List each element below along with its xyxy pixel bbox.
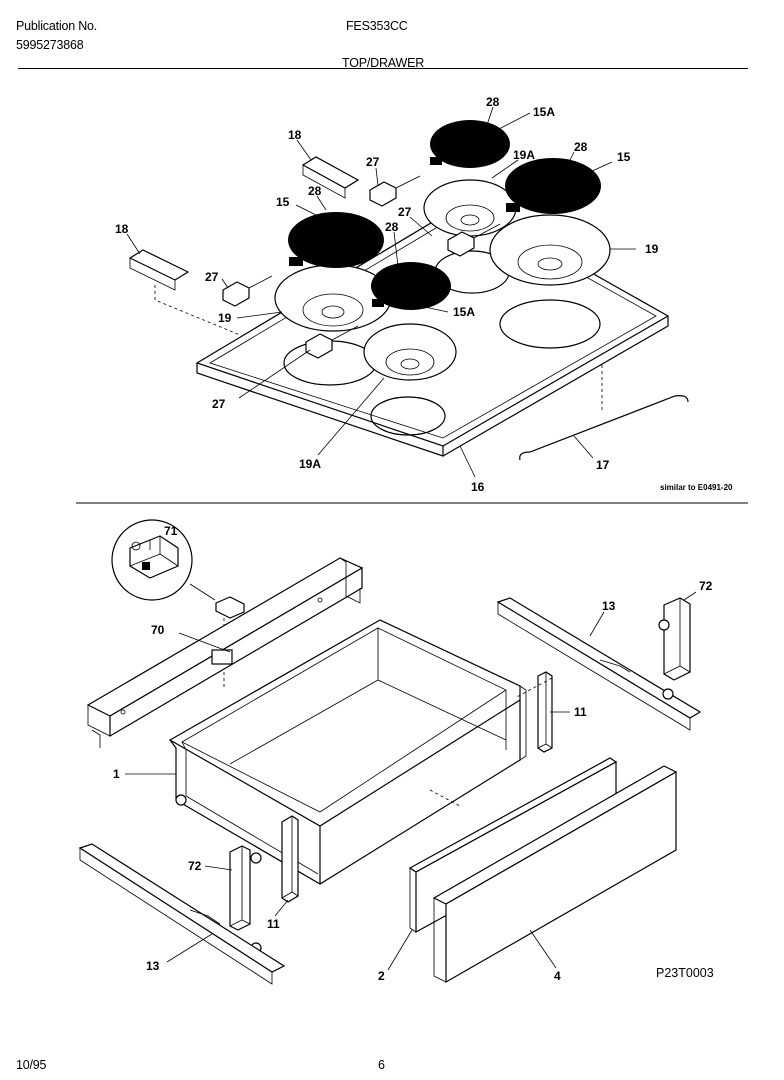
callout-28-d: 28 xyxy=(385,220,399,234)
callout-11-left: 11 xyxy=(267,917,280,931)
side-slide-rail-13-left xyxy=(78,843,286,985)
callout-19-a: 19 xyxy=(645,242,659,256)
leader-18-left xyxy=(154,285,241,336)
callout-15-a: 15 xyxy=(617,150,631,164)
drawer-body-1 xyxy=(168,619,527,885)
callout-71: 71 xyxy=(164,524,178,538)
bracket-18-rear xyxy=(301,156,360,199)
callout-2: 2 xyxy=(378,969,385,983)
publication-number: 5995273868 xyxy=(16,38,84,52)
drawer-front-4 xyxy=(432,765,678,984)
surface-element-15A-rear xyxy=(430,120,510,168)
detail-circle-71 xyxy=(111,519,216,601)
receptacle-27-a xyxy=(369,175,421,207)
drawer-slide-11-left xyxy=(281,815,299,903)
callout-72-left: 72 xyxy=(188,859,202,873)
drip-bowl-rear-right-19 xyxy=(489,214,611,286)
callout-28-c: 28 xyxy=(308,184,322,198)
callout-70: 70 xyxy=(151,623,165,637)
callout-27-a: 27 xyxy=(366,155,380,169)
receptacle-27-d xyxy=(305,325,359,359)
callout-1: 1 xyxy=(113,767,120,781)
callout-72-right: 72 xyxy=(699,579,713,593)
bracket-72-left xyxy=(229,845,262,954)
top-leaders xyxy=(126,106,636,478)
callout-19A-a: 19A xyxy=(513,148,535,162)
callout-15A-a: 15A xyxy=(533,105,555,119)
wire-rod-17 xyxy=(519,395,689,461)
footer-page-number: 6 xyxy=(378,1058,385,1072)
receptacle-27-c xyxy=(222,275,273,307)
header-rule xyxy=(18,68,748,69)
cooktop-diagram: 28 15A 18 27 19A 28 15 15 28 27 18 28 19… xyxy=(115,95,733,494)
surface-element-15-front-left xyxy=(288,212,384,268)
burner-opening-front-right xyxy=(370,396,446,436)
callout-11-right: 11 xyxy=(574,705,587,719)
callout-19-b: 19 xyxy=(218,311,232,325)
drip-bowl-rear-left-19A xyxy=(423,179,517,237)
callout-15A-b: 15A xyxy=(453,305,475,319)
footer-date: 10/95 xyxy=(16,1058,47,1072)
burner-opening-rear-right xyxy=(499,299,601,349)
section-title: TOP/DRAWER xyxy=(342,56,425,70)
callout-18-a: 18 xyxy=(288,128,302,142)
drip-bowl-front-left-19 xyxy=(274,264,392,332)
callout-13-left: 13 xyxy=(146,959,160,973)
bottom-leaders xyxy=(125,540,697,971)
drip-bowl-front-right-19A xyxy=(363,323,457,381)
rear-slide-rail-70 xyxy=(86,557,364,748)
callout-27-b: 27 xyxy=(398,205,412,219)
callout-28-b: 28 xyxy=(574,140,588,154)
receptacle-27-b xyxy=(447,223,501,257)
model-number: FES353CC xyxy=(346,19,408,33)
callout-28-a: 28 xyxy=(486,95,500,109)
diagram-code: P23T0003 xyxy=(656,966,714,980)
cooktop-main-top xyxy=(195,201,670,457)
drawer-diagram: 71 72 13 70 11 1 72 11 2 4 13 P23T0003 xyxy=(78,519,714,985)
callout-16: 16 xyxy=(471,480,485,494)
similar-note: similar to E0491-20 xyxy=(660,483,733,492)
drawer-slide-11-right xyxy=(537,671,553,753)
side-slide-rail-13-right xyxy=(496,597,702,731)
surface-element-15A-front-right xyxy=(371,262,451,310)
callout-15-b: 15 xyxy=(276,195,290,209)
callout-18-b: 18 xyxy=(115,222,129,236)
bracket-18-left xyxy=(128,249,190,291)
bracket-72-right xyxy=(658,597,691,700)
callout-19A-b: 19A xyxy=(299,457,321,471)
publication-label: Publication No. xyxy=(16,19,98,33)
callout-17: 17 xyxy=(596,458,610,472)
surface-element-15-rear-right xyxy=(505,158,601,214)
callout-13-right: 13 xyxy=(602,599,616,613)
callout-4: 4 xyxy=(554,969,561,983)
callout-27-d: 27 xyxy=(212,397,226,411)
callout-27-c: 27 xyxy=(205,270,219,284)
